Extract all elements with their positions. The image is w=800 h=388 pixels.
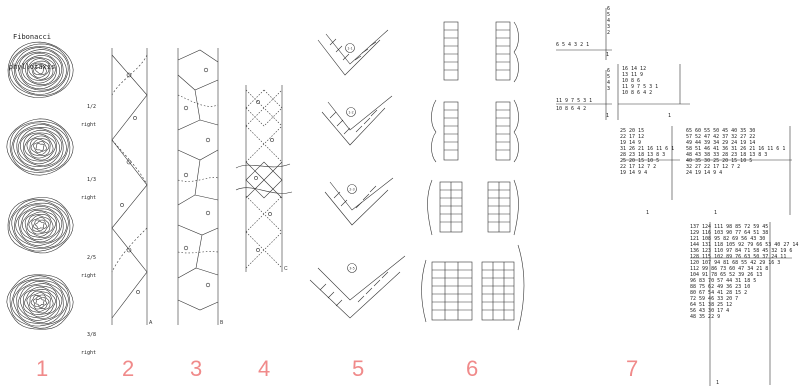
table-rules [556,8,792,386]
disk-4-label: 3/8 right [72,320,96,368]
p7-block6-tail: 1 [716,380,719,386]
disk-1-label: 1/2 right [72,92,96,140]
strip-letter-c: C [284,266,288,272]
grid-row: 48 35 22 9 [690,314,800,320]
p7-block1-row: 6 5 4 3 2 1 [556,42,589,48]
column-grids [422,22,525,330]
disk-ring [20,130,59,164]
parastichy-circle-label: 1-1 [347,47,352,51]
p7-block2-row1: 11 9 7 5 3 1 [556,98,592,104]
title-line-2: phyllotaxis [6,62,58,72]
disk-3-8 [7,275,73,329]
disk-ring [27,291,53,313]
disk-ring [25,289,56,314]
disk-ring [16,205,64,246]
v-grid-4 [310,256,405,318]
disk-ring [23,133,56,161]
disk-ring [36,298,45,306]
p7-block1-column: 65432 [600,6,610,36]
p7-block3-tail: 1 [668,113,671,119]
disk-1-direction: right [72,122,96,128]
diagram-title: Fibonacci phyllotaxis [6,12,58,92]
disk-ring [36,221,45,229]
disk-ring [20,286,59,319]
panel-number-4: 4 [258,356,270,382]
strip-letter-b: B [220,320,224,326]
disk-3-label: 2/5 right [72,243,96,291]
disk-ring [17,127,63,166]
p7-block5-tail: 1 [714,210,717,216]
strip-c [236,85,292,272]
disk-2-label: 1/3 right [72,165,96,213]
grid-row: 10 8 6 4 2 [622,90,658,96]
disk-3-direction: right [72,273,96,279]
parastichy-circle-label: 3-5 [349,267,354,271]
parastichy-circle-label: 1-2 [348,111,353,115]
v-grid-1 [318,30,388,75]
panel-number-2: 2 [122,356,134,382]
disk-ring [14,125,67,170]
panel-number-5: 5 [352,356,364,382]
p7-block4-tail: 1 [646,210,649,216]
disk-2-fraction: 1/3 [72,177,96,183]
disk-2-5 [8,198,73,253]
disk-ring [9,199,70,251]
p7-block3: 16 14 1213 11 910 8 611 9 7 5 3 110 8 6 … [622,66,658,96]
disk-ring [21,209,60,242]
disk-ring [25,134,56,160]
strip-b [178,48,218,325]
p7-block2-row2: 10 8 6 4 2 [556,106,586,112]
disk-3-fraction: 2/5 [72,255,96,261]
parastichy-circle-label: 2-3 [349,188,354,192]
grid-row: 24 19 14 9 4 [686,170,785,176]
panel-number-6: 6 [466,356,478,382]
strip-a [112,48,147,325]
v-grid-2 [322,96,392,145]
panel-number-7: 7 [626,356,638,382]
title-line-1: Fibonacci [6,32,58,42]
disk-ring [10,122,70,173]
p7-block1-tail: 1 [606,52,609,58]
grid-row: 19 14 9 4 [620,170,674,176]
disk-4-direction: right [72,350,96,356]
panel-number-3: 3 [190,356,202,382]
disk-ring [30,138,50,155]
disk-4-fraction: 3/8 [72,332,96,338]
column-number: 3 [600,86,610,92]
strip-letter-a: A [149,320,153,326]
disk-1-fraction: 1/2 [72,104,96,110]
disk-ring [34,142,47,153]
panel-number-1: 1 [36,356,48,382]
disk-ring [36,144,44,151]
v-grid-3 [325,178,393,225]
column-number: 2 [600,30,610,36]
disk-1-3 [7,119,73,175]
disk-2-direction: right [72,195,96,201]
p7-block2-tail: 1 [606,113,609,119]
